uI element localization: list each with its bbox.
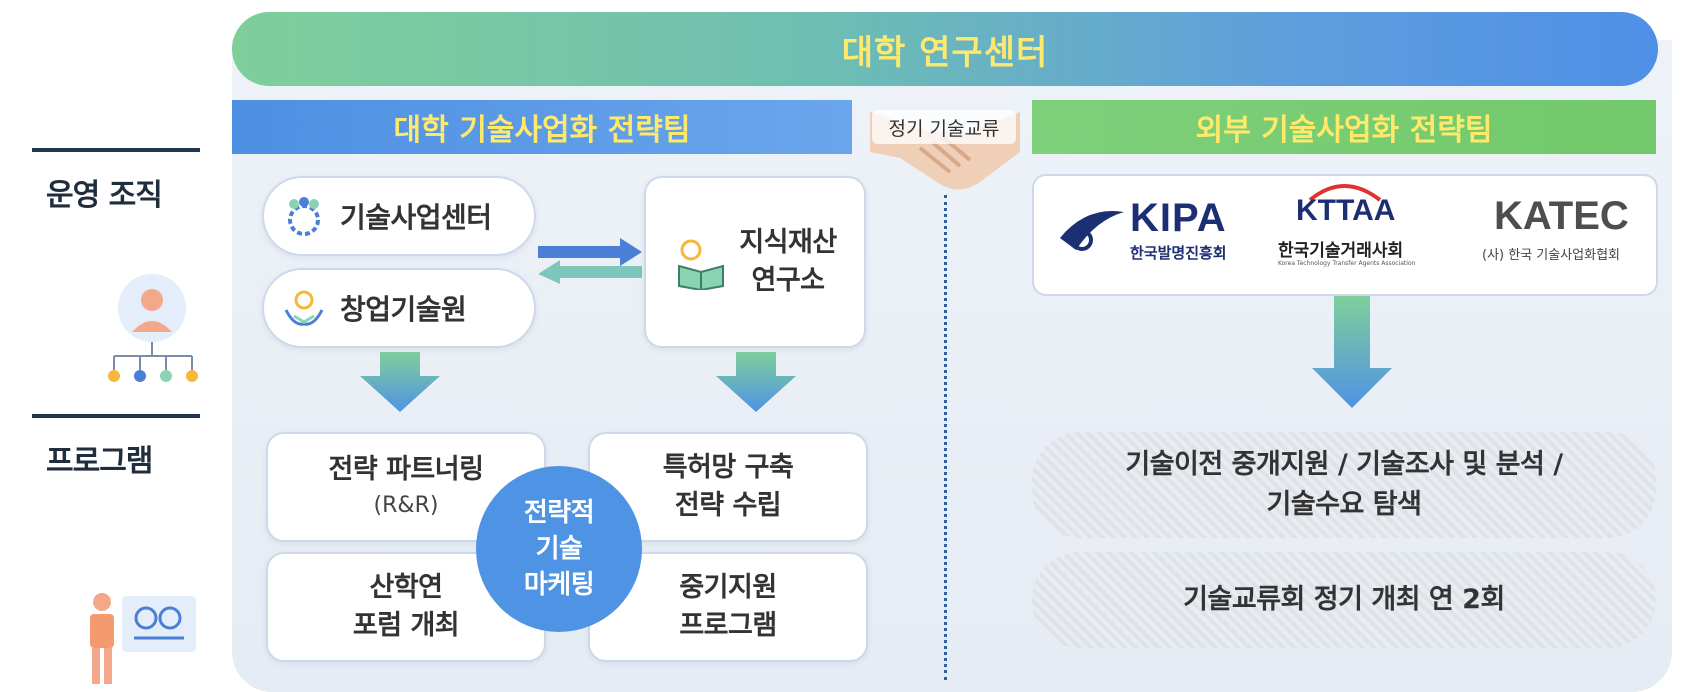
down-arrow-left <box>360 352 440 412</box>
tech-transfer-label-line1: 기술이전 중개지원 / 기술조사 및 분석 / <box>1125 449 1563 480</box>
exchange-meeting-label: 기술교류회 정기 개최 연 2회 <box>1183 584 1505 615</box>
strategic-marketing-circle: 전략적 기술 마케팅 <box>476 466 642 632</box>
kttaa-sub-text: 한국기술거래사회 <box>1278 241 1404 261</box>
exchange-label: 정기 기술교류 <box>872 110 1016 144</box>
kttaa-arc-icon <box>1308 184 1382 202</box>
presenter-icon <box>90 593 196 684</box>
forum-label-line1: 산학연 <box>369 572 443 603</box>
partner-logos-box: KIPA 한국발명진흥회 KTTAA 한국기술거래사회 Korea Techno… <box>1032 174 1658 296</box>
kttaa-en-text: Korea Technology Transfer Agents Associa… <box>1278 260 1416 267</box>
tech-center-unit: 기술사업센터 <box>262 176 536 256</box>
marketing-label-line2: 기술 <box>535 534 583 564</box>
university-team-label: 대학 기술사업화 전략팀 <box>393 113 691 148</box>
kipa-logo-text: KIPA <box>1130 196 1227 240</box>
bulb-hands-icon <box>284 290 324 326</box>
startup-label: 창업기술원 <box>340 293 467 326</box>
exchange-meeting-program: 기술교류회 정기 개최 연 2회 <box>1032 552 1656 648</box>
handshake-icon <box>870 112 1020 190</box>
team-gear-icon <box>288 197 320 236</box>
kipa-sub-text: 한국발명진흥회 <box>1130 244 1227 262</box>
partnering-label: 전략 파트너링 <box>328 454 484 485</box>
tech-center-label: 기술사업센터 <box>340 201 492 234</box>
ip-institute-label-line1: 지식재산 <box>739 227 837 258</box>
katec-sub-text: (사) 한국 기술사업화협회 <box>1482 248 1621 263</box>
patent-label-line2: 전략 수립 <box>674 490 782 521</box>
forum-label-line2: 포럼 개최 <box>352 610 460 641</box>
startup-unit: 창업기술원 <box>262 268 536 348</box>
sme-label-line2: 프로그램 <box>679 610 777 641</box>
ip-institute-unit: 지식재산 연구소 <box>644 176 866 348</box>
down-arrow-middle <box>716 352 796 412</box>
marketing-label-line1: 전략적 <box>523 498 595 528</box>
kipa-swoosh-icon <box>1060 211 1124 251</box>
external-team-bar: 외부 기술사업화 전략팀 <box>1032 100 1656 154</box>
page-title: 대학 연구센터 <box>841 32 1049 73</box>
section-divider <box>944 195 947 680</box>
program-label: 프로그램 <box>46 444 153 479</box>
org-chart-icon <box>108 274 198 382</box>
partnering-sub-label: (R&R) <box>373 493 439 518</box>
book-bulb-icon <box>678 239 725 290</box>
patent-label-line1: 특허망 구축 <box>662 452 794 483</box>
ip-institute-label-line2: 연구소 <box>751 265 825 296</box>
bidirectional-arrows-icon <box>538 238 642 284</box>
external-team-label: 외부 기술사업화 전략팀 <box>1195 113 1493 148</box>
tech-transfer-program: 기술이전 중개지원 / 기술조사 및 분석 / 기술수요 탐색 <box>1032 432 1656 538</box>
tech-transfer-label-line2: 기술수요 탐색 <box>1266 489 1422 520</box>
katec-logo-text: KATEC <box>1494 194 1629 238</box>
header-banner: 대학 연구센터 <box>232 12 1658 86</box>
university-team-bar: 대학 기술사업화 전략팀 <box>232 100 852 154</box>
operating-org-label: 운영 조직 <box>46 178 163 213</box>
marketing-label-line3: 마케팅 <box>523 570 595 600</box>
kttaa-logo-text: KTTAA <box>1296 194 1396 227</box>
sme-label-line1: 중기지원 <box>679 572 777 603</box>
sidebar-divider-top <box>32 148 200 152</box>
down-arrow-right <box>1312 296 1392 408</box>
sidebar-divider-bottom <box>32 414 200 418</box>
